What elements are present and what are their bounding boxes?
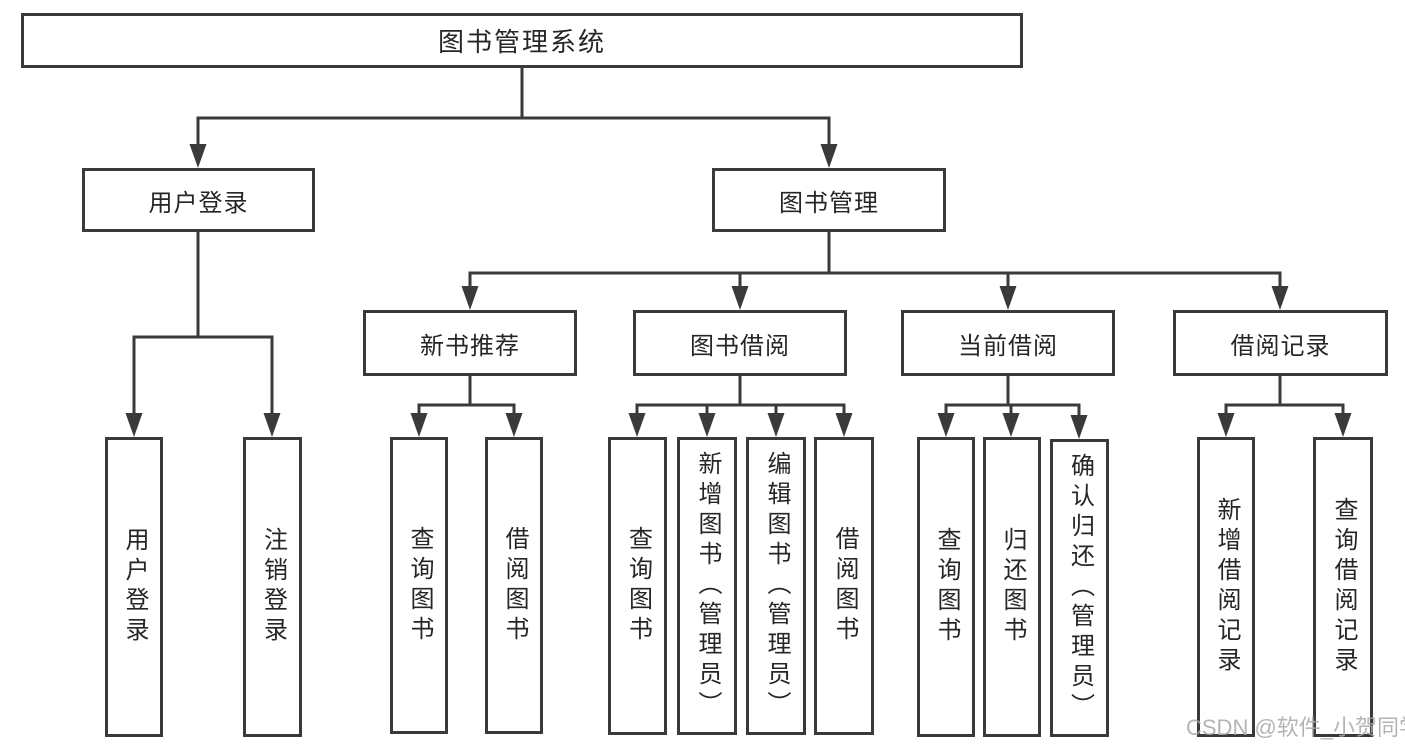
node-leaf-borrow-books-2: 借阅图书 (814, 437, 874, 735)
node-user-login-group: 用户登录 (82, 168, 315, 232)
connector-root-to-level2 (189, 66, 838, 168)
node-leaf-add-books-admin: 新增图书（管理员） (677, 437, 737, 735)
node-leaf-query-books-3: 查询图书 (917, 437, 975, 737)
node-leaf-confirm-return-admin: 确认归还（管理员） (1050, 439, 1109, 737)
node-current-borrowing: 当前借阅 (901, 310, 1115, 376)
connector-records-to-leaves (1217, 374, 1352, 437)
connector-currentborrow-to-leaves (937, 374, 1088, 439)
node-leaf-borrow-books-1: 借阅图书 (485, 437, 543, 734)
node-leaf-logout: 注销登录 (243, 437, 302, 737)
connector-newbookrec-to-leaves (410, 374, 523, 437)
node-leaf-query-borrow-record: 查询借阅记录 (1313, 437, 1373, 737)
node-book-management-group: 图书管理 (712, 168, 946, 232)
node-library-management-system: 图书管理系统 (21, 13, 1023, 68)
node-leaf-add-borrow-record: 新增借阅记录 (1197, 437, 1255, 737)
connector-userlogin-to-leaves (125, 230, 281, 437)
node-leaf-query-books-2: 查询图书 (608, 437, 667, 735)
node-leaf-edit-books-admin: 编辑图书（管理员） (746, 437, 806, 735)
node-new-book-recommendation: 新书推荐 (363, 310, 577, 376)
node-leaf-user-login: 用户登录 (105, 437, 163, 737)
node-leaf-query-books-1: 查询图书 (390, 437, 448, 734)
node-borrowing-records: 借阅记录 (1173, 310, 1388, 376)
node-book-borrowing: 图书借阅 (633, 310, 847, 376)
connector-bookborrow-to-leaves (628, 374, 853, 437)
node-leaf-return-books: 归还图书 (983, 437, 1041, 737)
csdn-watermark: CSDN @软件_小贺同学 (1186, 715, 1405, 740)
connector-bookmgmt-to-level3 (461, 230, 1289, 310)
